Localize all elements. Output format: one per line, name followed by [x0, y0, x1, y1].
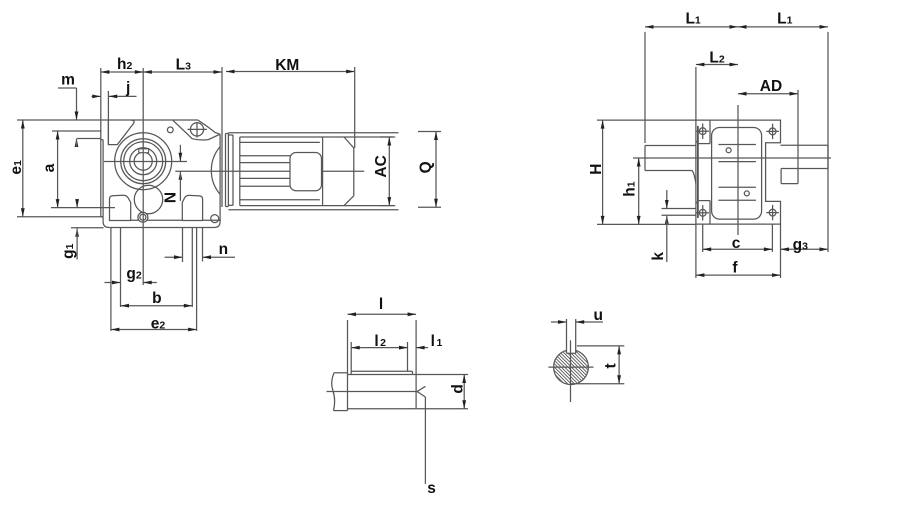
svg-text:k: k: [650, 252, 667, 261]
svg-text:u: u: [593, 307, 602, 324]
svg-text:n: n: [219, 241, 228, 258]
svg-text:L3: L3: [176, 57, 191, 74]
svg-text:a: a: [41, 163, 58, 172]
svg-text:AC: AC: [373, 155, 390, 177]
svg-text:H: H: [588, 163, 605, 174]
svg-text:L1: L1: [685, 11, 700, 28]
svg-text:l2: l2: [374, 333, 386, 350]
svg-text:t: t: [603, 363, 620, 368]
svg-text:Q: Q: [417, 161, 434, 173]
svg-text:L2: L2: [709, 50, 724, 67]
svg-text:L1: L1: [777, 11, 792, 28]
svg-text:g1: g1: [60, 243, 77, 258]
svg-text:N: N: [163, 192, 180, 203]
svg-text:l1: l1: [431, 333, 443, 350]
svg-text:g2: g2: [126, 266, 141, 283]
svg-text:j: j: [125, 80, 130, 97]
svg-text:m: m: [61, 72, 75, 89]
svg-text:KM: KM: [275, 57, 299, 74]
svg-text:c: c: [732, 235, 741, 252]
svg-text:e2: e2: [151, 315, 166, 332]
svg-text:l: l: [379, 296, 383, 313]
svg-text:g3: g3: [793, 236, 808, 253]
svg-text:AD: AD: [760, 78, 782, 95]
svg-text:s: s: [427, 480, 436, 497]
svg-text:f: f: [732, 260, 738, 277]
svg-text:d: d: [449, 384, 466, 393]
svg-text:h2: h2: [117, 56, 132, 73]
svg-text:e1: e1: [8, 160, 25, 175]
svg-text:b: b: [152, 290, 161, 307]
svg-text:h1: h1: [621, 181, 638, 196]
